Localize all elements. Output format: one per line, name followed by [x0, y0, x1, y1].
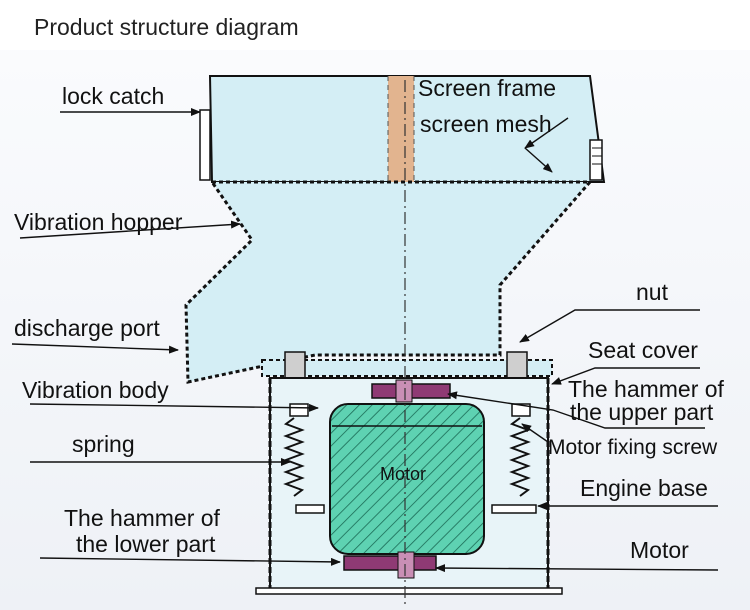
label-hammer-upper-2: the upper part	[570, 399, 714, 425]
label-vibration-body: Vibration body	[22, 377, 169, 403]
label-motor-inside: Motor	[380, 464, 426, 484]
nut-shape	[506, 351, 528, 379]
label-vibration-hopper: Vibration hopper	[14, 209, 183, 235]
lower-hammer-shape	[343, 555, 437, 571]
header-bar: Product structure diagram	[0, 0, 750, 50]
lock-catch-shape	[199, 109, 211, 181]
seat-cover-shape	[261, 359, 553, 377]
label-hammer-lower-2: the lower part	[76, 531, 216, 557]
label-discharge-port: discharge port	[14, 315, 160, 341]
label-lock-catch: lock catch	[62, 83, 164, 109]
label-engine-base: Engine base	[580, 475, 708, 501]
label-hammer-upper-1: The hammer of	[568, 376, 725, 402]
page-title: Product structure diagram	[34, 14, 299, 40]
label-motor-fixing-screw: Motor fixing screw	[548, 436, 718, 459]
motor-fixing-screw-shape	[289, 403, 309, 417]
label-hammer-lower-1: The hammer of	[64, 505, 221, 531]
label-nut: nut	[636, 279, 669, 305]
label-screen-mesh: screen mesh	[420, 111, 552, 137]
label-motor: Motor	[630, 537, 689, 563]
spring-left-shape	[283, 417, 305, 497]
vibration-hopper-shape	[184, 180, 594, 384]
screen-mesh-strip	[388, 76, 414, 182]
label-spring: spring	[72, 431, 135, 457]
label-screen-frame: Screen frame	[418, 75, 556, 101]
label-seat-cover: Seat cover	[588, 337, 698, 363]
